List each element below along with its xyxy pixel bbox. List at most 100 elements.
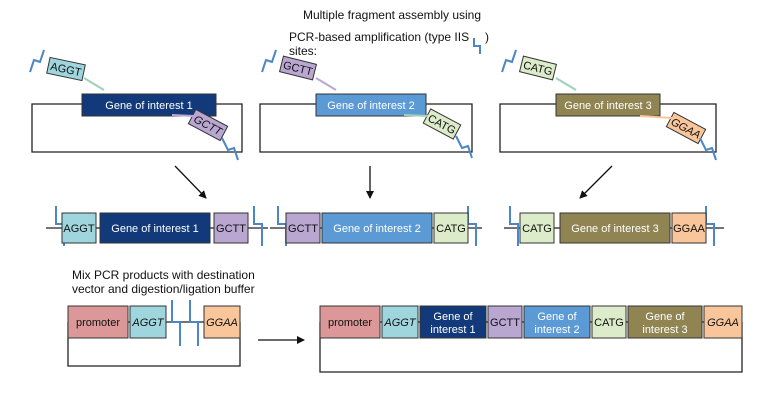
pcr-product-3-right-site-icon: [705, 206, 715, 246]
diagram-title: Multiple fragment assembly using: [0, 8, 784, 22]
destination-vector-site-left-icon: [171, 300, 181, 346]
final-gene-3-label-line1: Gene of: [645, 311, 685, 323]
final-construct-backbone: [319, 322, 743, 373]
pcr-product-1-gene-box: [99, 212, 211, 244]
pcr-product-2-gctt-label: GCTT: [288, 223, 318, 235]
plasmid-1-backbone: [31, 103, 243, 153]
mix-instruction: Mix PCR products with destination vector…: [72, 268, 255, 296]
primer-gctt-2-site-icon: [261, 49, 277, 73]
final-aggt-box: [381, 305, 419, 339]
primer-aggt-1-tail: [83, 77, 105, 91]
final-gene-2-label-line1: Gene of: [537, 311, 577, 323]
final-aggt-label: AGGT: [383, 317, 416, 329]
plasmid-2-backbone: [259, 103, 473, 153]
plasmid-3-gene-label: Gene of interest 3: [564, 100, 651, 112]
pcr-product-1-gene-label: Gene of interest 1: [111, 223, 198, 235]
mix-instruction-line2: vector and digestion/ligation buffer: [72, 282, 255, 296]
pcr-product-3-left-site-icon: [509, 206, 519, 246]
pcr-product-2-gene-label: Gene of interest 2: [333, 223, 420, 235]
diagram-title-close: ): [485, 30, 489, 44]
pcr-product-2: GCTT Gene of interest 2 CATG: [270, 206, 482, 246]
diagram-title-line2-wrap: PCR-based amplification (type IIS sites:: [289, 30, 489, 58]
primer-aggt-1-box: [46, 56, 86, 82]
destination-vector-ggaa-label: GGAA: [206, 317, 238, 329]
pcr-product-2-gene-box: [321, 212, 433, 244]
plasmid-2-gene-label: Gene of interest 2: [327, 100, 414, 112]
final-gene-1-label-line1: Gene of: [433, 311, 473, 323]
destination-vector-ggaa-box: [203, 305, 241, 339]
diagram-title-line1: Multiple fragment assembly using: [302, 8, 482, 22]
destination-vector-aggt-box: [129, 305, 167, 339]
pcr-product-3-catg-label: CATG: [522, 223, 552, 235]
destination-vector-site-right-icon: [189, 300, 199, 346]
final-gene-1-box: [419, 305, 487, 339]
pcr-product-2-gctt-box: [285, 212, 321, 244]
final-gctt-box: [487, 305, 523, 339]
primer-gctt-1-tail: [171, 114, 195, 117]
pcr-product-1: AGGT Gene of interest 1 GCTT: [46, 206, 268, 246]
primer-ggaa-3-tail: [639, 115, 673, 119]
destination-vector-promoter-label: promoter: [76, 317, 120, 329]
primer-catg-3-tail: [555, 77, 577, 91]
pcr-product-3: CATG Gene of interest 3 GGAA: [504, 206, 724, 246]
diagram-title-line2: PCR-based amplification (type IIS sites:: [289, 30, 470, 58]
final-gene-3-label-line2: interest 3: [642, 324, 687, 336]
primer-catg-3: CATG: [518, 55, 558, 81]
destination-vector-promoter-box: [67, 305, 129, 339]
primer-catg-2-site-icon: [455, 135, 473, 159]
pcr-product-3-ggaa-label: GGAA: [673, 223, 705, 235]
pcr-product-2-catg-box: [433, 212, 469, 244]
primer-gctt-2-tail: [315, 77, 337, 91]
mix-instruction-line1: Mix PCR products with destination: [72, 268, 255, 282]
destination-vector-backbone: [67, 322, 241, 367]
pcr-product-2-catg-label: CATG: [436, 223, 466, 235]
template-plasmid-2: Gene of interest 2 GCTT CATG: [259, 49, 473, 159]
primer-aggt-1-site-icon: [29, 49, 45, 73]
pcr-product-1-aggt-box: [61, 212, 97, 244]
pcr-product-3-gene-box: [559, 212, 671, 244]
primer-gctt-1-site-icon: [221, 137, 239, 161]
pcr-product-2-left-site-icon: [277, 206, 287, 246]
final-construct: promoter AGGT Gene of interest 1 GCTT Ge…: [319, 305, 743, 373]
final-gene-2-label-line2: interest 2: [534, 324, 579, 336]
final-ggaa-box: [703, 305, 743, 339]
primer-gctt-2-box: [278, 55, 318, 81]
final-gene-3-box: [627, 305, 703, 339]
destination-vector: promoter AGGT GGAA: [67, 300, 241, 367]
plasmid-2-gene-box: [315, 93, 427, 117]
plasmid-3-gene-box: [555, 93, 661, 117]
primer-aggt-1: AGGT: [46, 56, 86, 82]
final-promoter-box: [319, 305, 381, 339]
primer-gctt-2: GCTT: [278, 55, 318, 81]
pcr-product-3-catg-box: [519, 212, 555, 244]
primer-catg-2-tail: [403, 114, 429, 117]
plasmid-3-backbone: [499, 103, 717, 153]
primer-catg-3-site-icon: [501, 49, 517, 73]
primer-catg-2: CATG: [422, 108, 462, 140]
final-gene-1-label-line2: interest 1: [430, 324, 475, 336]
primer-ggaa-3-site-icon: [699, 137, 717, 161]
pcr-product-1-gctt-label: GCTT: [216, 223, 246, 235]
template-plasmid-1: Gene of interest 1 AGGT GCTT: [29, 49, 243, 161]
pcr-product-1-aggt-label: AGGT: [63, 223, 94, 235]
primer-catg-3-box: [518, 55, 558, 81]
pcr-product-1-right-site-icon: [253, 206, 263, 246]
arrow-plasmid-3-to-product-3: [579, 165, 613, 199]
diagram-title-close-paren: ): [485, 30, 489, 44]
final-gene-2-box: [523, 305, 591, 339]
arrow-plasmid-1-to-product-1: [174, 165, 207, 199]
plasmid-1-gene-label: Gene of interest 1: [105, 100, 192, 112]
pcr-product-1-gctt-box: [213, 212, 249, 244]
primer-ggaa-3-box: [665, 111, 707, 145]
pcr-product-3-ggaa-box: [671, 212, 707, 244]
final-catg-box: [591, 305, 627, 339]
pcr-product-3-gene-label: Gene of interest 3: [571, 223, 658, 235]
final-gctt-label: GCTT: [490, 317, 520, 329]
template-plasmid-3: Gene of interest 3 CATG GGAA: [499, 49, 717, 161]
final-promoter-label: promoter: [328, 317, 372, 329]
pcr-product-2-right-site-icon: [467, 206, 477, 246]
type-iis-site-icon: [473, 38, 481, 54]
plasmid-1-gene-box: [81, 93, 217, 117]
final-catg-label: CATG: [594, 317, 624, 329]
